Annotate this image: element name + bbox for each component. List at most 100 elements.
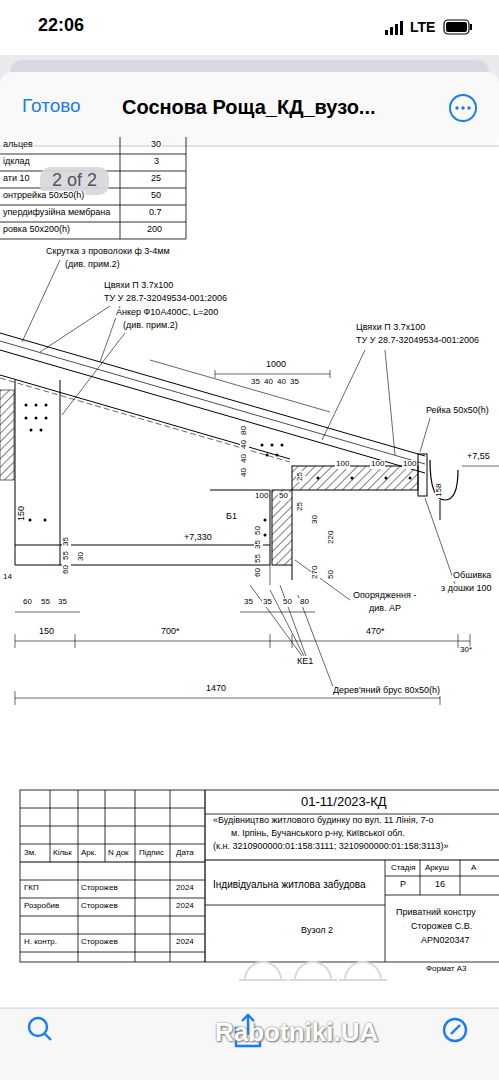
title-block-text: Дата <box>175 849 195 858</box>
drawing-annotation: 3 <box>153 157 160 167</box>
drawing-annotation: 700* <box>160 627 181 637</box>
drawing-annotation: 60 <box>254 567 263 578</box>
title-block-text: «Будівництво житлового будинку по вул. 1… <box>212 816 435 826</box>
toolbar-icons <box>29 1015 466 1046</box>
status-text: LTE <box>410 20 435 35</box>
title-block-text: м. Ірпінь, Бучанського р-ну, Київської о… <box>230 829 406 839</box>
drawing-annotation: 25 <box>150 174 162 184</box>
title-block-text: Стадія <box>390 864 417 873</box>
title-block-text: А <box>470 864 477 873</box>
title-block-text: (к.н. 3210900000:01:158:3111; 3210900000… <box>212 842 450 852</box>
drawing-annotation: 35 <box>243 598 254 607</box>
title-block-text: Приватний констру <box>395 908 477 918</box>
title-block-text: 01-11/2023-КД <box>300 795 388 809</box>
title-block-text: 2024 <box>175 902 195 911</box>
drawing-annotation: онтррейка 50х50(h) <box>2 191 85 201</box>
title-block-text: N док <box>107 849 130 858</box>
title-block-text: Аркуш <box>424 864 450 873</box>
drawing-annotation: 35 <box>250 378 261 387</box>
drawing-annotation: альцев <box>2 140 34 150</box>
document-title: Соснова Роща_КД_вузо... <box>122 96 376 118</box>
title-block-text: Р <box>399 880 407 890</box>
drawing-annotation: ати 10 <box>2 174 30 184</box>
title-block-text: ГКП <box>23 884 40 893</box>
drawing-annotation: 50 <box>282 598 293 607</box>
drawing-annotation: 55 <box>254 553 263 564</box>
title-block-text: Сторожев <box>80 902 119 911</box>
drawing-annotation: 40 <box>240 453 249 464</box>
drawing-annotation: 40 <box>240 439 249 450</box>
drawing-annotation: 100 <box>402 460 417 469</box>
drawing-annotation: 35 <box>57 598 68 607</box>
drawing-annotation: 150 <box>38 627 55 637</box>
drawing-annotation: ТУ У 28.7-32049534-001:2006 <box>103 294 228 304</box>
drawing-annotation: 80 <box>299 598 310 607</box>
drawing-annotation: 50 <box>327 569 336 580</box>
title-block-text: Сторожев С.В. <box>410 922 473 932</box>
drawing-annotation: Опорядження - <box>352 591 417 601</box>
drawing-annotation: 55 <box>62 550 71 561</box>
drawing-annotation: Цвяхи П 3.7х100 <box>103 281 174 291</box>
drawing-annotation: 470* <box>365 627 386 637</box>
title-block-text: Сторожев <box>80 938 119 947</box>
watermark: Rabotniki.UA <box>215 1018 378 1047</box>
leader-lines <box>22 260 455 692</box>
drawing-annotation: 150 <box>17 505 27 522</box>
drawing-annotation: КЕ1 <box>296 657 314 667</box>
title-block-text: Н. контр. <box>23 938 58 947</box>
drawing-annotation: ідклад <box>2 157 31 167</box>
drawing-annotation: 40 <box>263 378 274 387</box>
drawing-annotation: 100 <box>254 492 269 501</box>
drawing-annotation: 100 <box>370 460 385 469</box>
status-text: 22:06 <box>38 16 84 36</box>
title-block <box>20 790 499 962</box>
drawing-annotation: +7,55 <box>466 452 491 462</box>
title-block-text: Індивідуальна житлова забудова <box>212 879 367 890</box>
title-block-text: Кільк <box>52 849 73 858</box>
drawing-annotation: див. АР <box>368 604 402 614</box>
drawing-annotation: 80 <box>240 425 249 436</box>
drawing-annotation: 1000 <box>265 360 287 370</box>
drawing-annotation: 158 <box>435 483 444 498</box>
title-block-text: Вузол 2 <box>300 926 334 936</box>
fastener-dots <box>25 404 412 537</box>
drawing-annotation: з дошки 100 <box>440 584 493 594</box>
title-block-text: Розробив <box>23 902 60 911</box>
drawing-annotation: Дерев'яний брус 80х50(h) <box>332 686 441 696</box>
drawing-annotation: 30 <box>77 551 86 562</box>
drawing-annotation: 40 <box>240 467 249 478</box>
drawing-annotation: Обшивка <box>452 571 492 581</box>
drawing-annotation: 200 <box>146 225 163 235</box>
materials-table <box>0 137 186 239</box>
drawing-annotation: 40 <box>276 378 287 387</box>
drawing-annotation: 25 <box>296 501 305 512</box>
more-button <box>450 95 476 121</box>
drawing-annotation: 55 <box>40 598 51 607</box>
title-block-text: Арк. <box>80 849 98 858</box>
drawing-annotation: 50 <box>150 191 162 201</box>
drawing-annotation: 30* <box>459 646 473 655</box>
drawing-annotation: 35 <box>289 378 300 387</box>
drawing-annotation: упердифузійна мембрана <box>2 208 111 218</box>
nav-button: Готово <box>22 96 81 117</box>
title-block-text: Зм. <box>23 849 38 858</box>
drawing-annotation: 0.7 <box>148 208 163 218</box>
title-block-text: Формат А3 <box>425 965 467 974</box>
drawing-annotation: 270 <box>311 565 320 580</box>
drawing-annotation: 50 <box>254 525 263 536</box>
drawing-annotation: 35 <box>254 539 263 550</box>
drawing-annotation: 35 <box>262 598 273 607</box>
drawing-annotation: Цвяхи П 3.7х100 <box>355 323 426 333</box>
drawing-annotation: 100 <box>335 460 350 469</box>
drawing-annotation: 1470 <box>205 684 227 694</box>
drawing-annotation: (див. прим.2) <box>122 321 179 331</box>
drawing-annotation: Анкер Ф10А400С, L=200 <box>115 308 219 318</box>
drawing-annotation: Рейка 50х50(h) <box>425 406 490 416</box>
drawing-annotation: 30 <box>150 140 162 150</box>
drawing-annotation: ровка 50х200(h) <box>2 225 71 235</box>
drawing-annotation: 60 <box>62 564 71 575</box>
drawing-annotation: Скрутка з проволоки ф 3-4мм <box>45 247 171 257</box>
dimension-lines <box>15 466 499 705</box>
signal-icon <box>385 21 403 35</box>
